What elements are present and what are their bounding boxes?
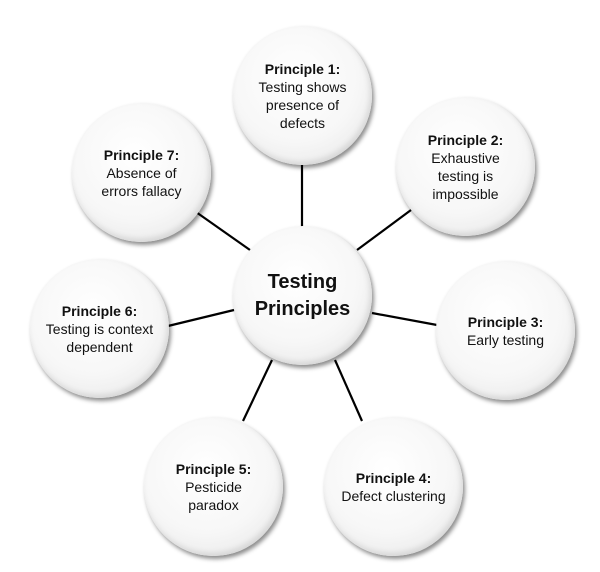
connector-principle-7 xyxy=(195,211,251,251)
principle-7-title: Principle 7: xyxy=(103,146,180,163)
center-title: Testing Principles xyxy=(254,270,351,320)
principle-3-text: Early testing xyxy=(466,331,545,348)
principle-3-node: Principle 3: Early testing xyxy=(436,261,575,400)
principle-2-text: Exhaustive testing is impossible xyxy=(431,149,500,202)
principle-2-node: Principle 2: Exhaustive testing is impos… xyxy=(396,97,535,236)
principle-4-node: Principle 4: Defect clustering xyxy=(324,417,463,556)
principle-6-node: Principle 6: Testing is context dependen… xyxy=(30,259,169,398)
principle-4-title: Principle 4: xyxy=(355,469,432,486)
principle-1-title: Principle 1: xyxy=(264,60,341,77)
connector-principle-5 xyxy=(242,359,273,422)
connector-principle-4 xyxy=(333,359,364,422)
principle-6-text: Testing is context dependent xyxy=(45,320,154,355)
center-node: Testing Principles xyxy=(233,226,372,365)
principle-7-text: Absence of errors fallacy xyxy=(101,164,182,199)
principle-5-title: Principle 5: xyxy=(175,460,252,477)
principle-4-text: Defect clustering xyxy=(341,487,446,504)
principle-2-title: Principle 2: xyxy=(427,131,504,148)
principle-1-text: Testing shows presence of defects xyxy=(258,78,347,131)
connector-principle-6 xyxy=(167,308,235,328)
principle-3-title: Principle 3: xyxy=(467,313,544,330)
connector-principle-2 xyxy=(356,209,412,251)
connector-principle-3 xyxy=(371,311,438,327)
principle-5-text: Pesticide paradox xyxy=(185,478,242,513)
principle-7-node: Principle 7: Absence of errors fallacy xyxy=(72,103,211,242)
principle-5-node: Principle 5: Pesticide paradox xyxy=(144,417,283,556)
principle-6-title: Principle 6: xyxy=(61,302,138,319)
principle-1-node: Principle 1: Testing shows presence of d… xyxy=(233,26,372,165)
